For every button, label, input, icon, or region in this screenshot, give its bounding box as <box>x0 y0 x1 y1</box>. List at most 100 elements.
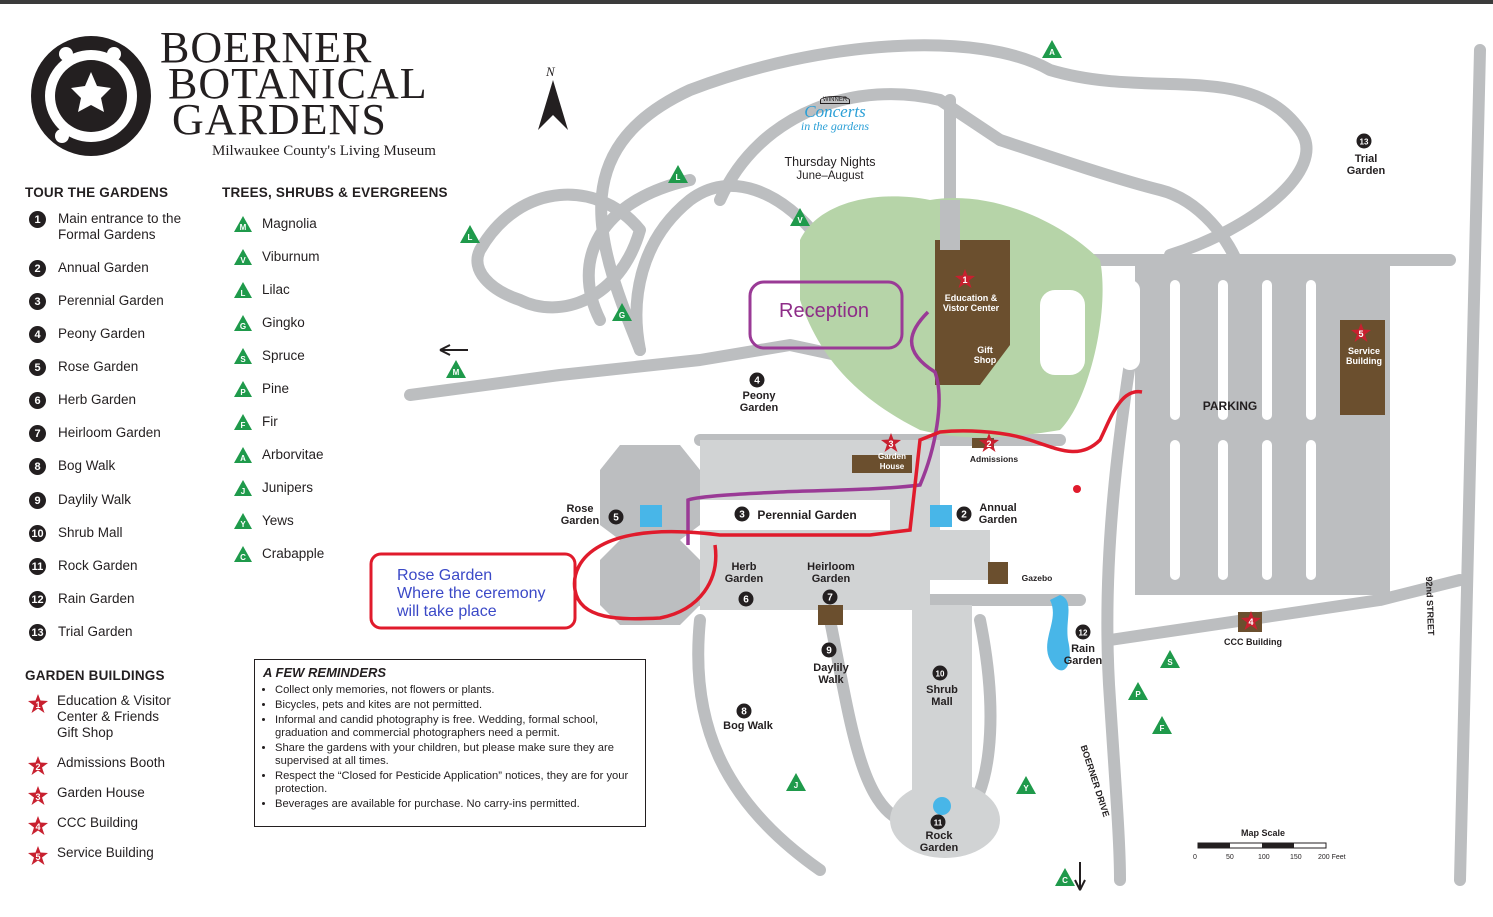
svg-text:5: 5 <box>1358 329 1363 339</box>
reminder-item: Bicycles, pets and kites are not permitt… <box>275 699 637 712</box>
building-star-icon: 5 <box>27 845 49 867</box>
reminders-box: A FEW REMINDERS Collect only memories, n… <box>254 659 646 827</box>
south-rose-octagon <box>600 540 700 625</box>
building-star-icon: 3 <box>27 785 49 807</box>
south-arrow-icon <box>1074 862 1086 891</box>
svg-text:2: 2 <box>35 762 40 772</box>
trees-legend-title: TREES, SHRUBS & EVERGREENS <box>222 185 448 200</box>
reminder-item: Respect the “Closed for Pesticide Applic… <box>275 770 637 796</box>
map-tree-p-icon: P <box>1128 682 1148 700</box>
tour-number-icon: 10 <box>29 525 46 542</box>
label-daylily-walk: Daylily Walk <box>813 662 849 686</box>
svg-text:2: 2 <box>961 510 967 521</box>
tree-item-label: Yews <box>262 513 294 528</box>
map-marker-7-icon[interactable]: 7 <box>822 589 838 605</box>
map-marker-9-icon[interactable]: 9 <box>821 642 837 658</box>
map-marker-13-icon[interactable]: 13 <box>1356 133 1372 149</box>
concerts-promo[interactable]: WINNER Concerts in the gardens <box>785 96 885 132</box>
building-star-icon: 4 <box>27 815 49 837</box>
map-marker-4-icon[interactable]: 4 <box>749 372 765 388</box>
map-marker-6-icon[interactable]: 6 <box>738 591 754 607</box>
parking-islands <box>1120 280 1316 580</box>
label-education-center: Education & Vistor Center <box>942 293 1000 313</box>
map-marker-10-icon[interactable]: 10 <box>932 665 948 681</box>
tour-number-icon: 9 <box>29 492 46 509</box>
tour-item-label: Rose Garden <box>58 359 139 374</box>
tour-item-label: Peony Garden <box>58 326 146 341</box>
label-trial-garden: Trial Garden <box>1346 153 1386 177</box>
map-marker-11-icon[interactable]: 11 <box>930 814 946 830</box>
tree-icon: F <box>234 414 252 432</box>
svg-text:M: M <box>453 368 460 377</box>
tree-item-label: Fir <box>262 414 278 429</box>
svg-text:A: A <box>240 454 246 463</box>
tour-item-9: 9 Daylily Walk <box>29 492 189 509</box>
tour-item-label: Daylily Walk <box>58 492 132 507</box>
tour-number-icon: 3 <box>29 293 46 310</box>
svg-text:5: 5 <box>35 852 40 862</box>
map-tree-a-icon: A <box>1042 40 1062 58</box>
label-rock-garden: Rock Garden <box>919 830 959 854</box>
tree-item-label: Spruce <box>262 348 305 363</box>
building-item-label: Admissions Booth <box>57 755 166 770</box>
tour-item-label: Herb Garden <box>58 392 137 407</box>
map-marker-12-icon[interactable]: 12 <box>1075 624 1091 640</box>
label-gazebo: Gazebo <box>1021 573 1053 583</box>
map-tree-y-icon: Y <box>1016 776 1036 794</box>
tree-item-F: F Fir <box>234 414 278 432</box>
tour-item-label: Rock Garden <box>58 558 138 573</box>
label-herb-garden: Herb Garden <box>724 561 764 585</box>
tree-icon: A <box>234 447 252 465</box>
tour-number-icon: 1 <box>29 211 46 228</box>
map-marker-5-icon[interactable]: 5 <box>608 509 624 525</box>
map-tree-l-icon: L <box>460 225 480 243</box>
label-shrub-mall: Shrub Mall <box>926 684 958 708</box>
tour-item-label: Main entrance to the Formal Gardens <box>58 211 182 242</box>
scale-tick-label: 100 <box>1258 854 1270 861</box>
concerts-logo-subtitle: in the gardens <box>800 119 870 133</box>
building-item-label: CCC Building <box>57 815 139 830</box>
north-arrow-icon <box>538 80 568 130</box>
building-item-2: 2 Admissions Booth <box>27 755 207 777</box>
reminder-item: Collect only memories, not flowers or pl… <box>275 684 637 697</box>
svg-text:C: C <box>240 553 246 562</box>
reminders-list: Collect only memories, not flowers or pl… <box>263 684 637 811</box>
logo-subtitle: Milwaukee County's Living Museum <box>212 143 436 159</box>
label-garden-house: Garden House <box>877 452 906 471</box>
tree-icon: V <box>234 249 252 267</box>
ceremony-line1: Rose Garden <box>397 567 493 584</box>
concerts-months: June–August <box>796 170 864 182</box>
map-building-star-3-icon: 3 <box>881 433 901 452</box>
tree-item-label: Arborvitae <box>262 447 324 462</box>
reminder-item: Informal and candid photography is free.… <box>275 714 637 740</box>
gazebo-building <box>988 562 1008 584</box>
ceremony-line2: Where the ceremony <box>397 585 546 602</box>
map-marker-8-icon[interactable]: 8 <box>736 703 752 719</box>
map-marker-2-icon[interactable]: 2 <box>956 506 972 522</box>
reminders-title: A FEW REMINDERS <box>263 665 387 680</box>
map-tree-m-icon: M <box>446 360 466 378</box>
svg-text:3: 3 <box>35 792 40 802</box>
map-marker-3-icon[interactable]: 3 <box>734 506 750 522</box>
svg-text:A: A <box>1049 48 1055 57</box>
label-heirloom-garden: Heirloom Garden <box>807 561 855 585</box>
label-gift-shop: Gift Shop <box>973 345 997 365</box>
map-tree-v-icon: V <box>790 208 810 226</box>
svg-text:Y: Y <box>1023 784 1029 793</box>
tree-icon: S <box>234 348 252 366</box>
svg-text:3: 3 <box>888 439 893 449</box>
tour-item-label: Heirloom Garden <box>58 425 161 440</box>
reminder-item: Beverages are available for purchase. No… <box>275 798 637 811</box>
svg-text:P: P <box>240 388 246 397</box>
